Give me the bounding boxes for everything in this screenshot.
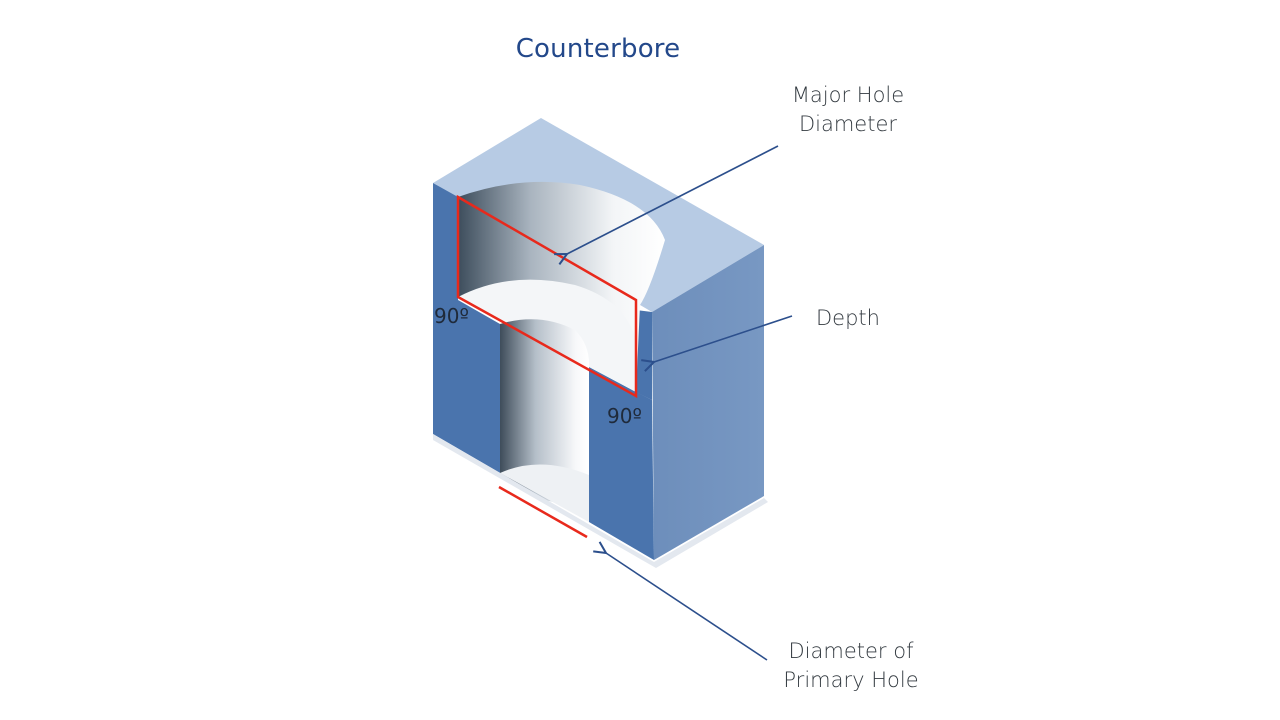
depth-arrow (654, 315, 793, 362)
depth-label: Depth (816, 306, 880, 330)
major-diameter-highlight (456, 194, 638, 399)
primary-hole-diameter-label: Diameter of Primary Hole (783, 639, 919, 692)
angle-label-left: 90º (434, 304, 469, 328)
diagram-title: Counterbore (515, 34, 681, 64)
block-side-face (652, 245, 764, 560)
primary-diameter-arrow (606, 553, 768, 661)
block-front-right (589, 367, 654, 560)
primary-diameter-highlight (498, 485, 588, 539)
major-hole-diameter-label: Major Hole Diameter (791, 83, 905, 136)
block-front-left (433, 183, 500, 473)
angle-label-right: 90º (607, 404, 642, 428)
major-diameter-arrow (567, 145, 779, 254)
